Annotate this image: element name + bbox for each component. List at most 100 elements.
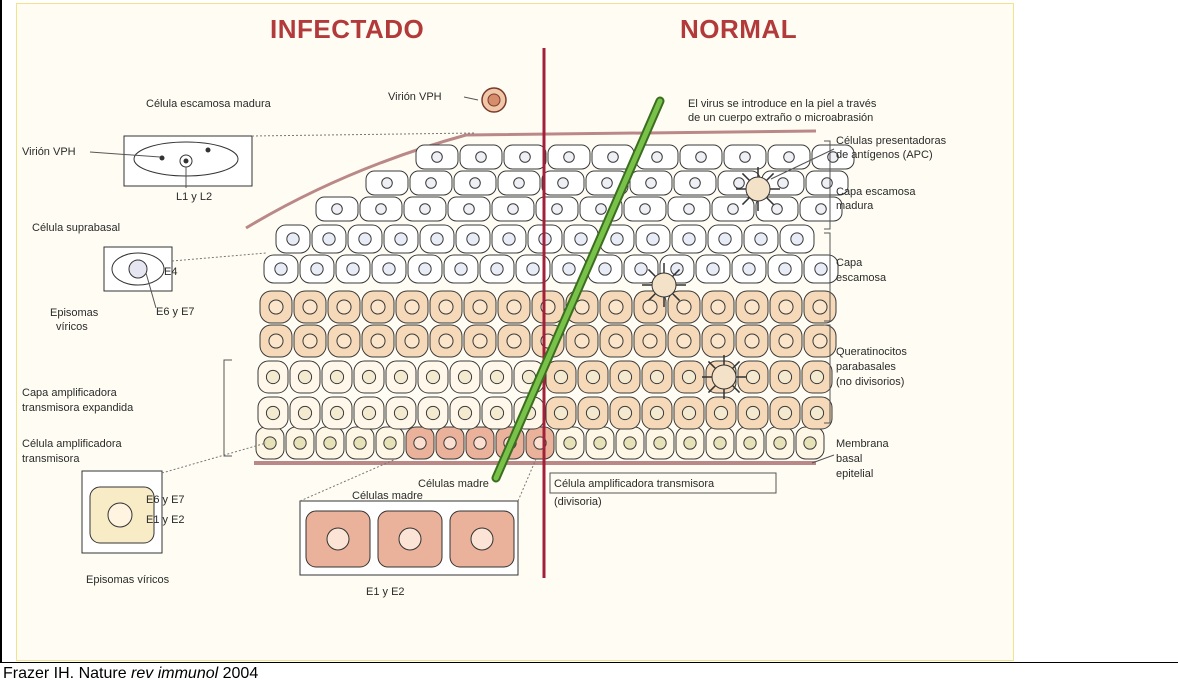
hpv-infection-diagram: INFECTADO NORMAL Virión VPH Célula escam… [16,3,1014,661]
mature-cell-label: Célula escamosa madura [146,98,272,110]
antigen-presenting-cell [746,177,770,201]
basal-label-2: basal [836,453,862,465]
e6-e7-label-b: E6 y E7 [146,494,185,506]
stem-cells-label-b: Células madre [352,490,423,502]
virus-entry-label-2: de un cuerpo extraño o microabrasión [688,112,873,124]
cell-nucleus [690,178,701,189]
cell-nucleus [394,370,407,383]
mature-layer-label-2: madura [836,200,874,212]
cell-nucleus [575,233,587,245]
cell-nucleus [784,152,795,163]
cell-nucleus [755,233,767,245]
cell-nucleus [395,233,407,245]
cell-nucleus [646,178,657,189]
cell-nucleus [426,406,439,419]
cell-nucleus [552,204,563,215]
cell-nucleus [332,204,343,215]
cell-nucleus [609,300,623,314]
cell-nucleus [714,406,727,419]
cell-nucleus [362,370,375,383]
cell-nucleus [554,370,567,383]
cell-nucleus [594,437,606,449]
stem-cells-label-a: Células madre [418,478,489,490]
squamous-layer-label-2: escamosa [836,272,887,284]
suprabasal-label: Célula suprabasal [32,222,120,234]
basal-label-1: Membrana [836,438,889,450]
cell-nucleus [696,152,707,163]
cell-nucleus [266,370,279,383]
cell-nucleus [455,263,467,275]
frame-bottom-line [0,662,1178,663]
cell-nucleus [618,406,631,419]
cell-nucleus [432,152,443,163]
cell-nucleus [564,437,576,449]
basal-label-3: epitelial [836,468,873,480]
cell-nucleus [420,204,431,215]
cell-nucleus [354,437,366,449]
cell-nucleus [474,437,486,449]
cell-nucleus [779,334,793,348]
cell-nucleus [643,300,657,314]
cell-nucleus [711,300,725,314]
cell-nucleus [711,334,725,348]
cell-nucleus [643,334,657,348]
cell-nucleus [323,233,335,245]
amplifying-layer-label-2: transmisora expandida [22,402,134,414]
cell-nucleus [743,263,755,275]
cell-nucleus [586,370,599,383]
squamous-layer-label-1: Capa [836,257,863,269]
cell-nucleus [337,334,351,348]
cell-nucleus [371,334,385,348]
cell-nucleus [815,263,827,275]
amplifying-cell-label-1: Célula amplificadora [22,438,123,450]
e1-e2-label-b: E1 y E2 [366,586,405,598]
cell-nucleus [298,370,311,383]
cell-nucleus [682,406,695,419]
cell-nucleus [507,300,521,314]
cell-nucleus [596,204,607,215]
cell-nucleus [458,370,471,383]
dividing-cell-label-1: Célula amplificadora transmisora [554,478,715,490]
cell-nucleus [728,204,739,215]
cell-nucleus [677,300,691,314]
parabasal-label-2: parabasales [836,361,896,373]
cell-nucleus [745,300,759,314]
e6-e7-label-a: E6 y E7 [156,306,195,318]
antigen-presenting-cell [652,273,676,297]
cell-nucleus [778,178,789,189]
cell-nucleus [330,406,343,419]
cell-nucleus [508,204,519,215]
apc-label-2: de antígenos (APC) [836,149,933,161]
cell-nucleus [804,437,816,449]
cell-nucleus [682,370,695,383]
cell-nucleus [371,300,385,314]
title-normal: NORMAL [680,14,797,44]
cell-nucleus [298,406,311,419]
cell-nucleus [714,437,726,449]
cell-nucleus [426,370,439,383]
cell-nucleus [384,437,396,449]
caption-prefix: Frazer IH. Nature [3,665,131,682]
cell-nucleus [746,406,759,419]
apc-label-1: Células presentadoras [836,135,947,147]
cell-nucleus [772,204,783,215]
episomes-bottom-label: Episomas víricos [86,574,170,586]
cell-nucleus [470,178,481,189]
cell-nucleus [444,437,456,449]
amplifying-cell-label-2: transmisora [22,453,80,465]
cell-nucleus [324,437,336,449]
cell-nucleus [269,334,283,348]
cell-nucleus [745,334,759,348]
cell-nucleus [269,300,283,314]
cell-nucleus [810,370,823,383]
cell-nucleus [635,263,647,275]
cell-nucleus [774,437,786,449]
cell-nucleus [586,406,599,419]
cell-nucleus [779,263,791,275]
parabasal-label-3: (no divisorios) [836,376,904,388]
virion-label-left: Virión VPH [22,146,76,158]
cell-nucleus [618,370,631,383]
cell-nucleus [778,370,791,383]
cell-nucleus [564,152,575,163]
cell-nucleus [779,300,793,314]
